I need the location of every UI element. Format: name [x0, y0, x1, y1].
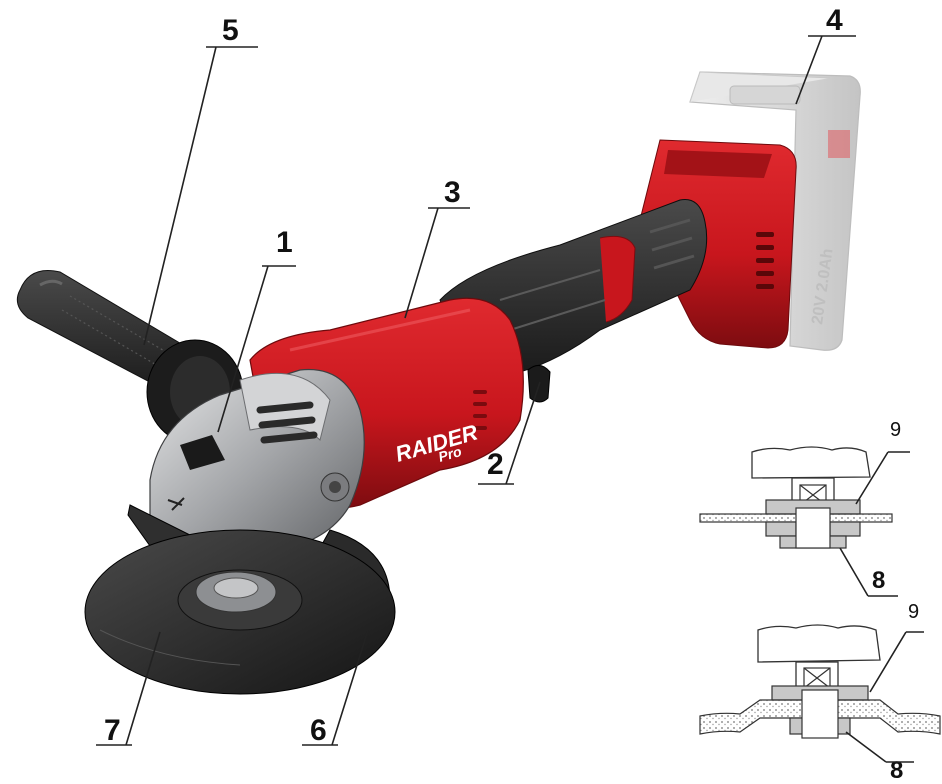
- detail-flange-thin-disc: 9 8: [699, 419, 910, 597]
- detail-top-label-9: 9: [890, 419, 901, 441]
- callout-2: 2: [478, 381, 541, 485]
- gear-head: [149, 368, 365, 561]
- spindle-lock-button: [180, 435, 225, 470]
- callout-7: 7: [96, 631, 161, 747]
- callout-label-3: 3: [444, 176, 461, 209]
- callout-3: 3: [404, 176, 470, 319]
- grinding-disc: [84, 529, 396, 695]
- callout-label-6: 6: [310, 714, 327, 747]
- callout-1: 1: [217, 226, 296, 433]
- detail-flange-depressed-disc: 9 8: [699, 601, 941, 784]
- callout-5: 5: [143, 14, 258, 346]
- grinder-illustration: 20V 2.0Ah: [16, 71, 861, 695]
- callout-4: 4: [795, 4, 856, 105]
- detail-bottom-label-8: 8: [890, 757, 903, 784]
- callout-label-4: 4: [826, 4, 843, 37]
- battery-housing: [639, 139, 797, 349]
- callout-label-7: 7: [104, 714, 121, 747]
- battery-pack: 20V 2.0Ah: [689, 71, 861, 351]
- detail-bottom-label-9: 9: [908, 601, 919, 623]
- callout-6: 6: [302, 629, 369, 747]
- detail-top-label-8: 8: [872, 567, 885, 594]
- callout-label-5: 5: [222, 14, 239, 47]
- callout-label-1: 1: [276, 226, 293, 259]
- brand-logo-sub: Pro: [436, 443, 463, 465]
- callout-label-2: 2: [487, 448, 504, 481]
